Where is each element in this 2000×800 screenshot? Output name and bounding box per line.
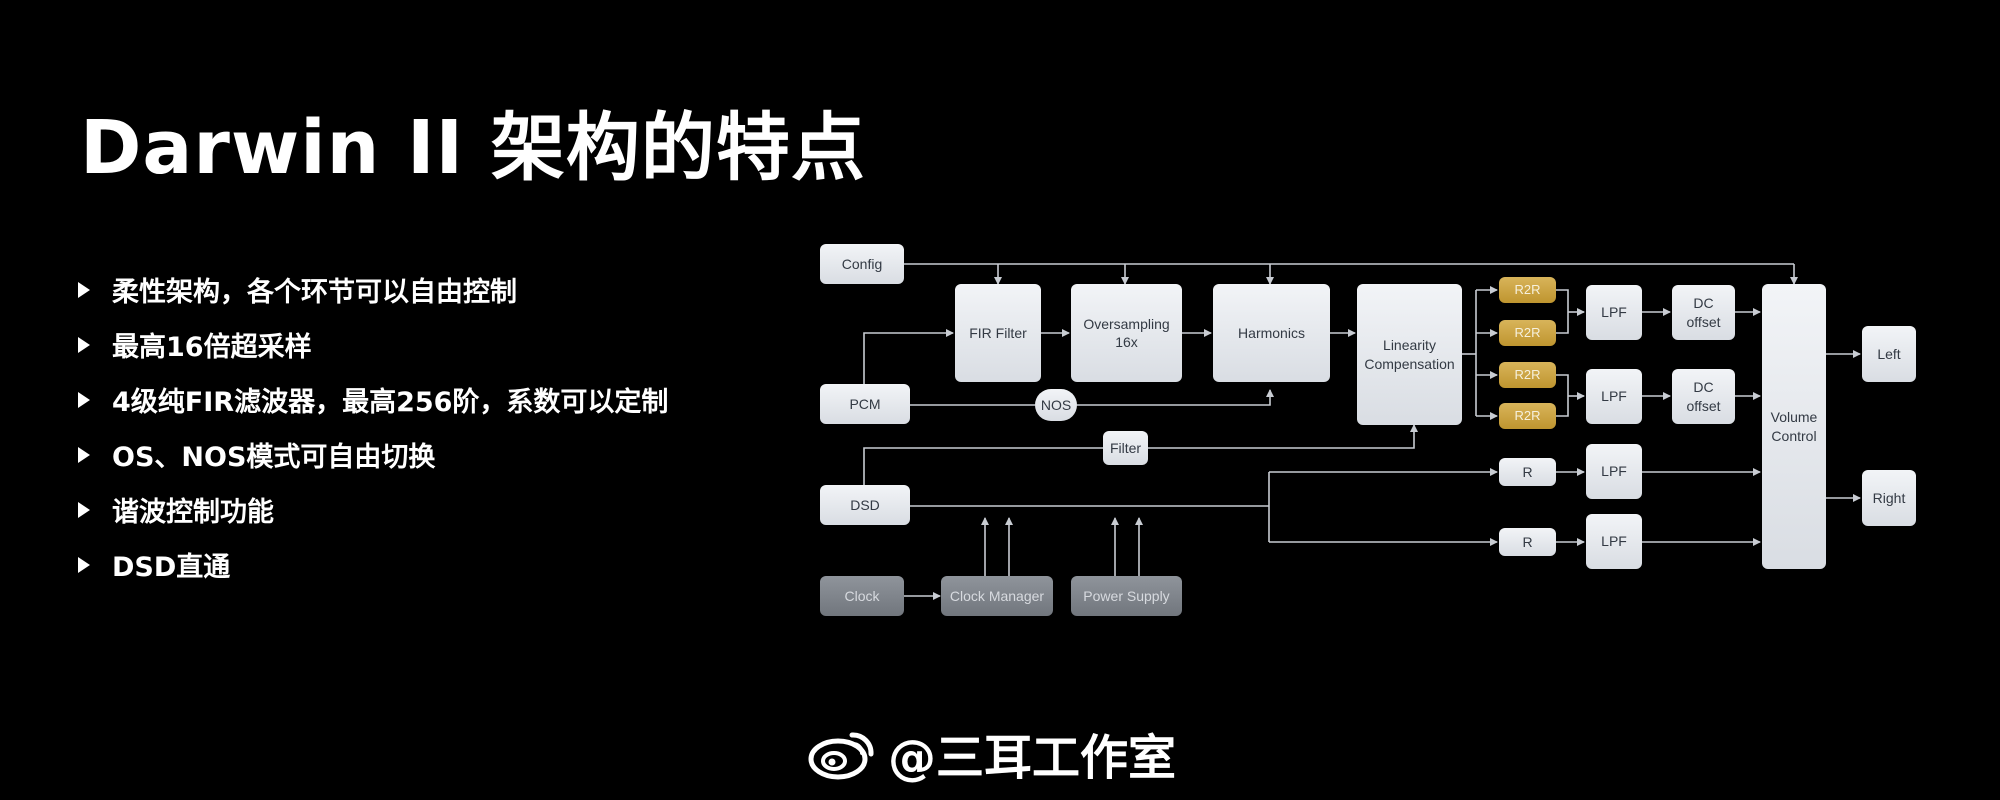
lpf-block: LPF [1586,444,1642,499]
triangle-bullet-icon [78,336,90,353]
lpf-block: LPF [1586,514,1642,569]
r-block: R [1499,528,1556,556]
list-item: 4级纯FIR滤波器，最高256阶，系数可以定制 [78,372,668,427]
harmonics-block: Harmonics [1213,284,1330,382]
r2r-block: R2R [1499,320,1556,346]
r2r-block: R2R [1499,362,1556,388]
triangle-bullet-icon [78,281,90,298]
dc-offset-block: DC offset [1672,285,1735,340]
volume-control-block: Volume Control [1762,284,1826,569]
triangle-bullet-icon [78,391,90,408]
oversampling-block: Oversampling 16x [1071,284,1182,382]
list-item-text: 谐波控制功能 [112,497,274,528]
list-item: 柔性架构，各个环节可以自由控制 [78,262,668,317]
list-item-text: 4级纯FIR滤波器，最高256阶，系数可以定制 [112,387,669,418]
pcm-block: PCM [820,384,910,424]
r2r-block: R2R [1499,403,1556,429]
linearity-compensation-block: Linearity Compensation [1357,284,1462,425]
clock-manager-block: Clock Manager [941,576,1053,616]
list-item: 谐波控制功能 [78,482,668,537]
lpf-block: LPF [1586,369,1642,424]
watermark-text: @三耳工作室 [888,730,1177,786]
dc-offset-block: DC offset [1672,369,1735,424]
dsd-block: DSD [820,485,910,525]
triangle-bullet-icon [78,501,90,518]
nos-block: NOS [1035,389,1077,421]
list-item: 最高16倍超采样 [78,317,668,372]
triangle-bullet-icon [78,446,90,463]
list-item: OS、NOS模式可自由切换 [78,427,668,482]
lpf-block: LPF [1586,285,1642,340]
list-item-text: OS、NOS模式可自由切换 [112,442,436,473]
fir-filter-block: FIR Filter [955,284,1041,382]
right-output-block: Right [1862,470,1916,526]
watermark: @三耳工作室 [808,718,1176,788]
list-item-text: 最高16倍超采样 [112,332,312,363]
power-supply-block: Power Supply [1071,576,1182,616]
r-block: R [1499,458,1556,486]
list-item-text: 柔性架构，各个环节可以自由控制 [112,277,517,308]
feature-list: 柔性架构，各个环节可以自由控制 最高16倍超采样 4级纯FIR滤波器，最高256… [78,262,668,592]
filter-block: Filter [1103,431,1148,465]
slide-title: Darwin II 架构的特点 [80,105,866,191]
list-item-text: DSD直通 [112,552,231,583]
r2r-block: R2R [1499,277,1556,303]
left-output-block: Left [1862,326,1916,382]
triangle-bullet-icon [78,556,90,573]
config-block: Config [820,244,904,284]
clock-block: Clock [820,576,904,616]
weibo-logo-icon [808,732,874,780]
list-item: DSD直通 [78,537,668,592]
